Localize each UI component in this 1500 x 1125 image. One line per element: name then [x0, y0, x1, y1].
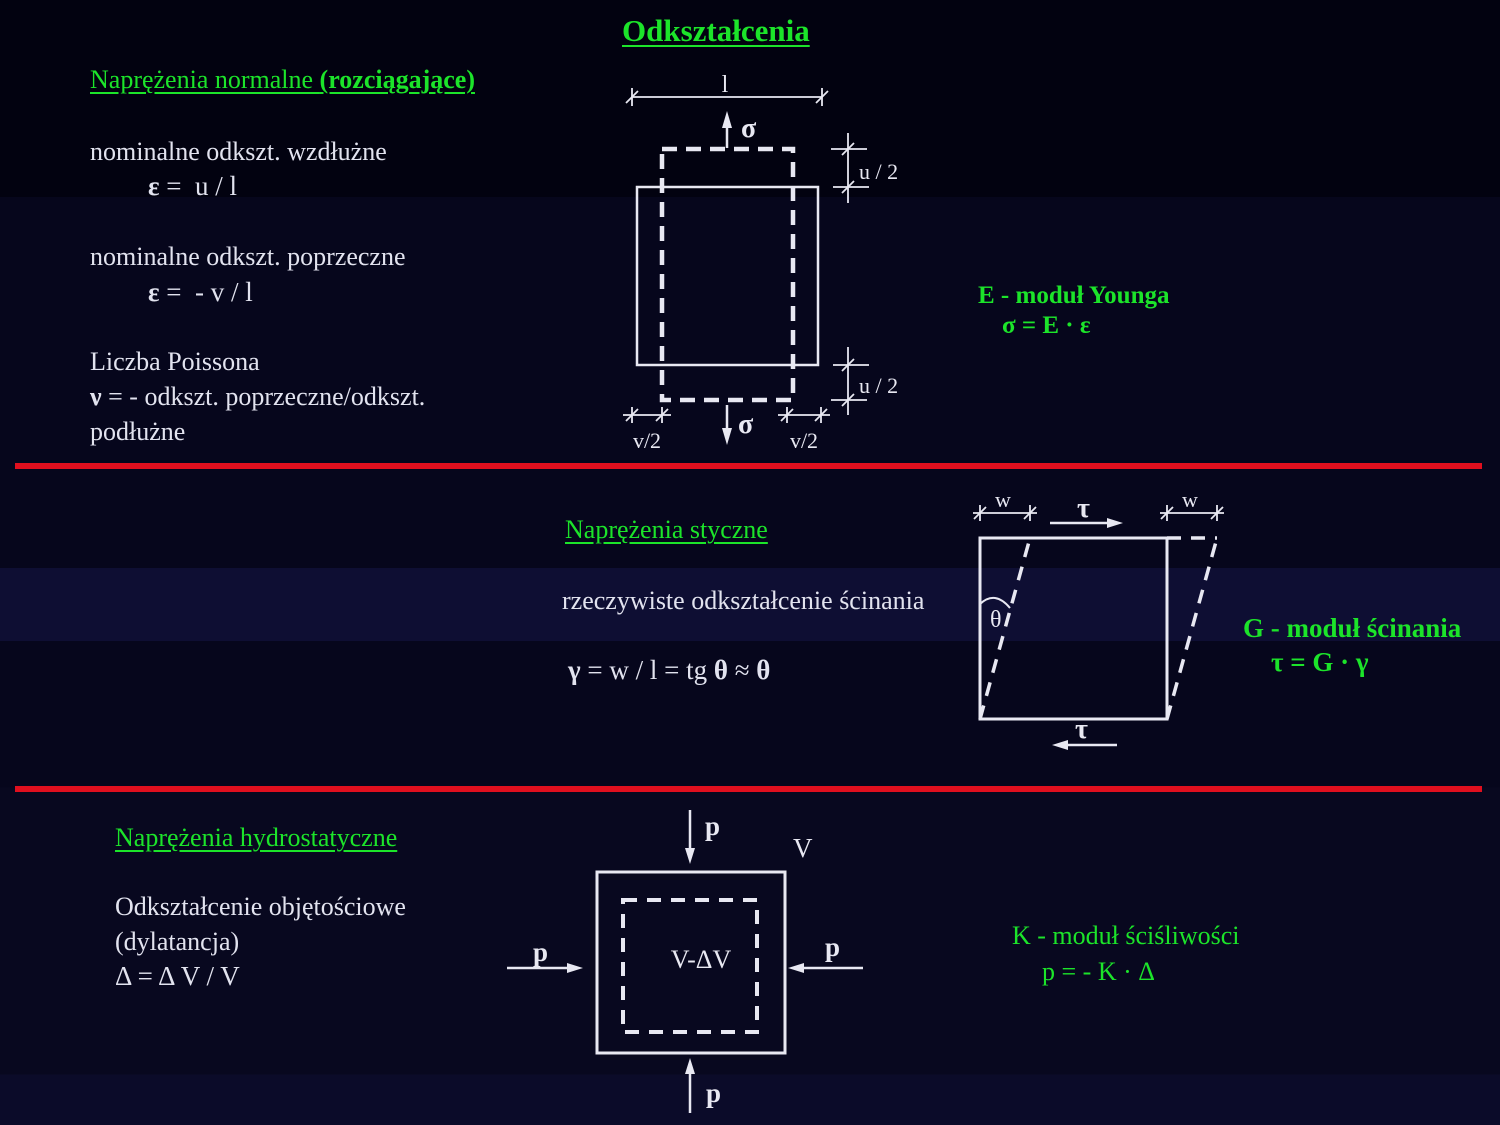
p-label-bottom: p [706, 1078, 721, 1108]
red-divider-top [15, 463, 1482, 469]
formula-epsilon-transverse: ε = - v / l [148, 276, 253, 310]
dim-u-half-bottom [831, 347, 869, 415]
p-label-right: p [825, 932, 840, 962]
p-label-top: p [705, 811, 720, 841]
shear-modulus-label: G - moduł ścinania [1243, 613, 1462, 643]
epsilon-symbol: ε [148, 171, 160, 201]
tau-arrow-top [1050, 518, 1123, 528]
dim-w-right [1160, 505, 1224, 521]
p-arrow-left [507, 963, 583, 973]
formula-approx: ≈ [727, 655, 757, 685]
v-half-right-label: v/2 [790, 428, 818, 453]
dim-u-half-top [831, 133, 869, 203]
dim-v-half-left [623, 407, 671, 423]
poisson-definition: ν = - odkszt. poprzeczne/odkszt. [90, 381, 425, 414]
tension-diagram: l σ u / 2 u / 2 [623, 75, 898, 453]
young-modulus-formula: σ = E · ε [1002, 312, 1091, 339]
normal-line-transverse: nominalne odkszt. poprzeczne [90, 242, 406, 271]
v-half-left-label: v/2 [633, 428, 661, 453]
p-arrow-top [685, 810, 695, 864]
nu-symbol: ν [90, 382, 102, 411]
normal-line-longitudinal: nominalne odkszt. wzdłużne [90, 137, 387, 166]
sigma-label-bottom: σ [738, 409, 754, 440]
poisson-continuation: podłużne [90, 417, 186, 446]
theta-label: θ [990, 607, 1002, 633]
dim-v-half-right [778, 407, 830, 423]
u-half-bottom-label: u / 2 [859, 373, 898, 398]
gamma-symbol: γ [568, 655, 581, 685]
formula-rest: = w / l = tg [580, 655, 714, 685]
hydro-line-volumetric: Odkształcenie objętościowe [115, 892, 406, 921]
tau-label-top: τ [1077, 493, 1090, 524]
p-arrow-bottom [685, 1058, 695, 1113]
w-right-label: w [1182, 487, 1198, 512]
w-left-label: w [995, 487, 1011, 512]
shear-diagram: w w τ θ τ [973, 487, 1224, 750]
compressed-volume-dashed [621, 898, 759, 1034]
poisson-title: Liczba Poissona [90, 347, 260, 376]
slide-title: Odkształcenia [622, 13, 810, 48]
dim-w-left [973, 505, 1037, 521]
dim-length-label: l [722, 75, 729, 98]
hydro-formula: Δ = Δ V / V [115, 961, 240, 991]
shear-line-real: rzeczywiste odkształcenie ścinania [562, 586, 925, 615]
theta-symbol: θ [713, 655, 728, 685]
epsilon-symbol: ε [148, 277, 160, 307]
original-square-solid [978, 536, 1169, 721]
shear-modulus-formula: τ = G · γ [1271, 647, 1369, 677]
u-half-top-label: u / 2 [859, 159, 898, 184]
tau-label-bottom: τ [1075, 714, 1088, 745]
tau-arrow-bottom [1052, 740, 1117, 750]
sheared-shape-dashed [978, 536, 1219, 720]
hydro-line-dilatancy: (dylatancja) [115, 927, 240, 956]
bulk-modulus-formula: p = - K · Δ [1042, 957, 1155, 986]
red-divider-bottom [15, 786, 1482, 792]
volume-reduced-label: V-ΔV [671, 945, 732, 974]
bulk-modulus-label: K - moduł ściśliwości [1012, 921, 1240, 950]
normal-heading-main: Naprężenia normalne [90, 65, 320, 94]
theta-symbol: θ [756, 655, 771, 685]
sigma-arrow-down [722, 405, 732, 445]
volume-label: V [793, 833, 813, 863]
p-label-left: p [533, 937, 548, 967]
sigma-label-top: σ [741, 113, 757, 144]
sigma-arrow-up [722, 111, 732, 148]
normal-heading-paren: (rozciągające) [319, 65, 475, 94]
hydrostatic-diagram: p V V-ΔV p p p [507, 810, 863, 1113]
original-volume-solid [595, 870, 787, 1055]
formula-rest: = - v / l [159, 277, 253, 307]
p-arrow-right [788, 963, 863, 973]
young-modulus-label: E - moduł Younga [978, 282, 1170, 309]
dim-length [625, 88, 829, 106]
poisson-rest: = - odkszt. poprzeczne/odkszt. [101, 382, 426, 411]
formula-rest: = u / l [159, 171, 238, 201]
original-shape-solid [635, 185, 820, 367]
shear-formula: γ = w / l = tg θ ≈ θ [568, 654, 770, 688]
deformed-shape-dashed [659, 146, 796, 403]
theta-arc [979, 597, 1011, 609]
hydro-heading: Naprężenia hydrostatyczne [115, 823, 398, 852]
shear-heading: Naprężenia styczne [565, 515, 768, 544]
normal-heading: Naprężenia normalne (rozciągające) [90, 64, 475, 97]
formula-epsilon-longitudinal: ε = u / l [148, 170, 237, 204]
